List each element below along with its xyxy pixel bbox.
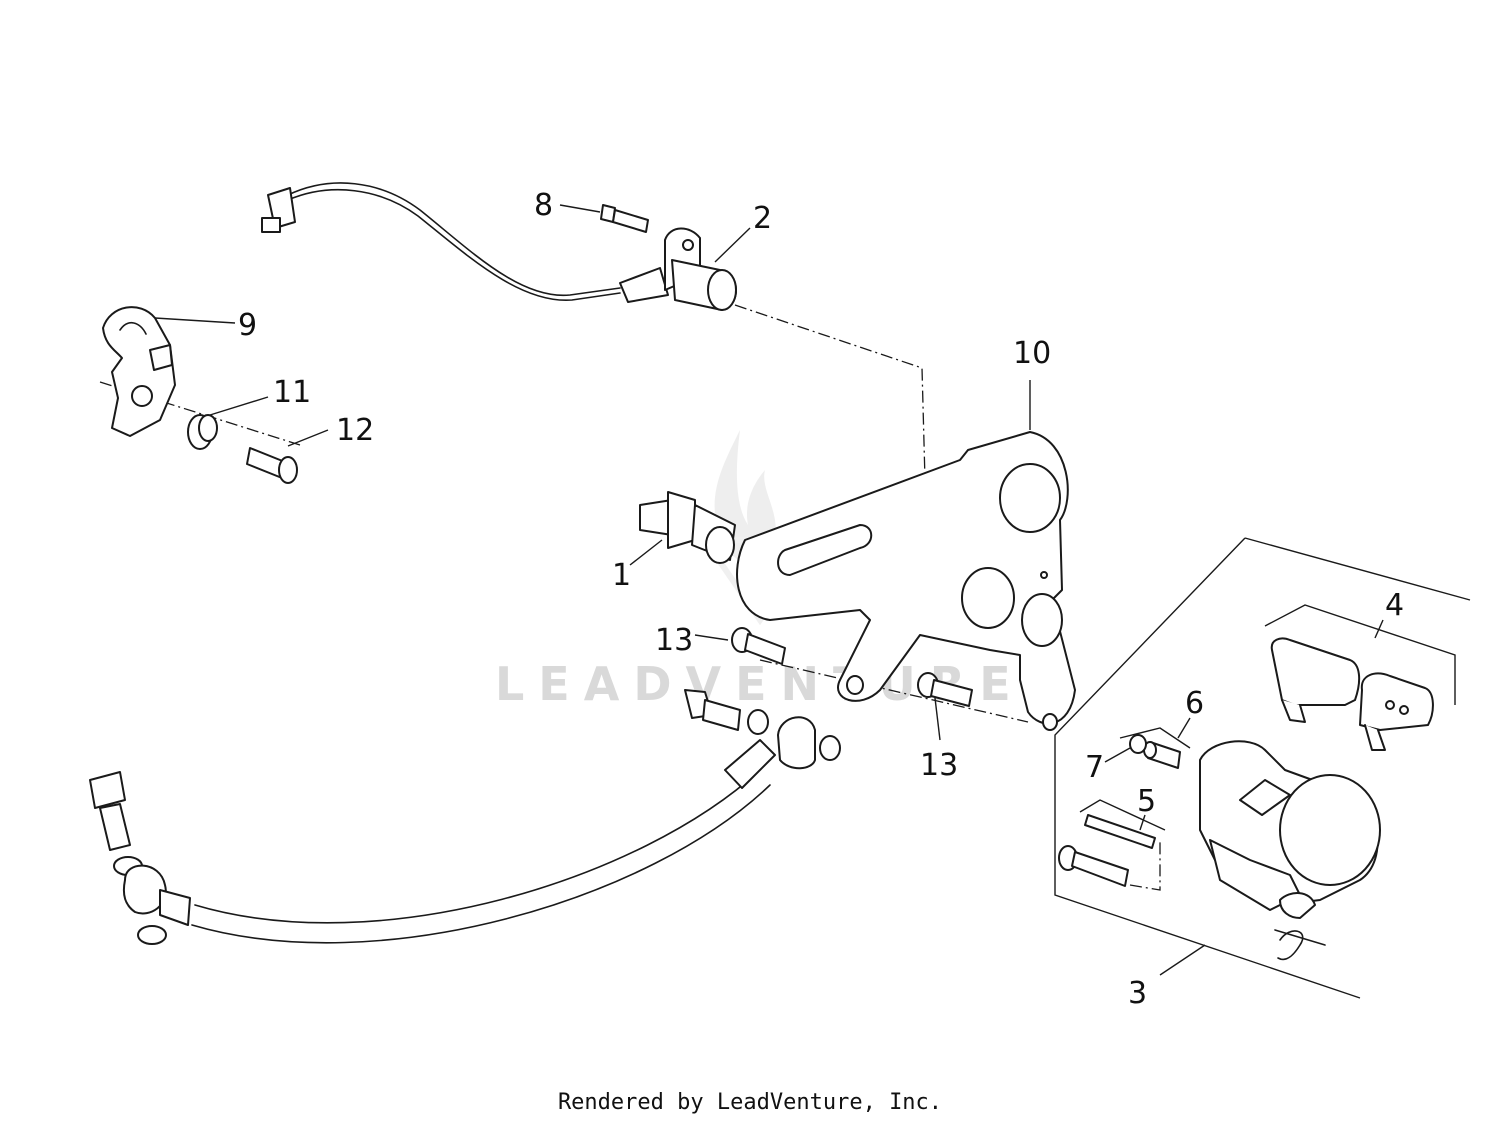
part-11-washer[interactable] <box>187 414 218 450</box>
part-4-brake-pads[interactable] <box>1264 604 1456 751</box>
part-13-bolt-lower[interactable] <box>917 672 973 707</box>
part-10-caliper-bracket[interactable] <box>736 431 1076 731</box>
callout-labels: 8 2 9 11 12 10 1 13 13 4 6 7 5 3 <box>238 188 1404 1011</box>
callout-5: 5 <box>1137 784 1156 819</box>
part-8-screw[interactable] <box>600 204 649 233</box>
callout-3: 3 <box>1128 976 1147 1011</box>
part-6-bleed-valve[interactable] <box>1119 727 1191 769</box>
part-12-pin[interactable] <box>246 447 298 484</box>
callout-8: 8 <box>534 188 553 223</box>
callout-4: 4 <box>1385 588 1404 623</box>
part-9-hose-clamp[interactable] <box>102 306 176 437</box>
assembly-axis-lines <box>99 304 1161 891</box>
callout-2: 2 <box>753 201 772 236</box>
caliper-bolt[interactable] <box>1058 845 1129 887</box>
callout-1: 1 <box>612 558 631 593</box>
callout-13-upper: 13 <box>655 623 693 658</box>
callout-13-lower: 13 <box>920 748 958 783</box>
part-7-bleed-cap[interactable] <box>1129 734 1147 754</box>
callout-10: 10 <box>1013 336 1051 371</box>
brake-hose[interactable] <box>89 716 816 944</box>
banjo-bolt-and-washers[interactable] <box>113 689 841 945</box>
part-3-brake-caliper[interactable] <box>1199 740 1381 961</box>
part-1-stud[interactable] <box>639 491 736 564</box>
callout-6: 6 <box>1185 686 1204 721</box>
callout-11: 11 <box>273 375 311 410</box>
callout-12: 12 <box>336 413 374 448</box>
footer-credit: Rendered by LeadVenture, Inc. <box>557 1090 943 1115</box>
callout-9: 9 <box>238 308 257 343</box>
caliper-kit-outline <box>1054 537 1471 999</box>
part-2-speed-sensor[interactable] <box>261 182 737 311</box>
part-13-bolt-upper[interactable] <box>731 627 786 665</box>
leader-lines <box>154 204 1384 976</box>
callout-7: 7 <box>1085 750 1104 785</box>
